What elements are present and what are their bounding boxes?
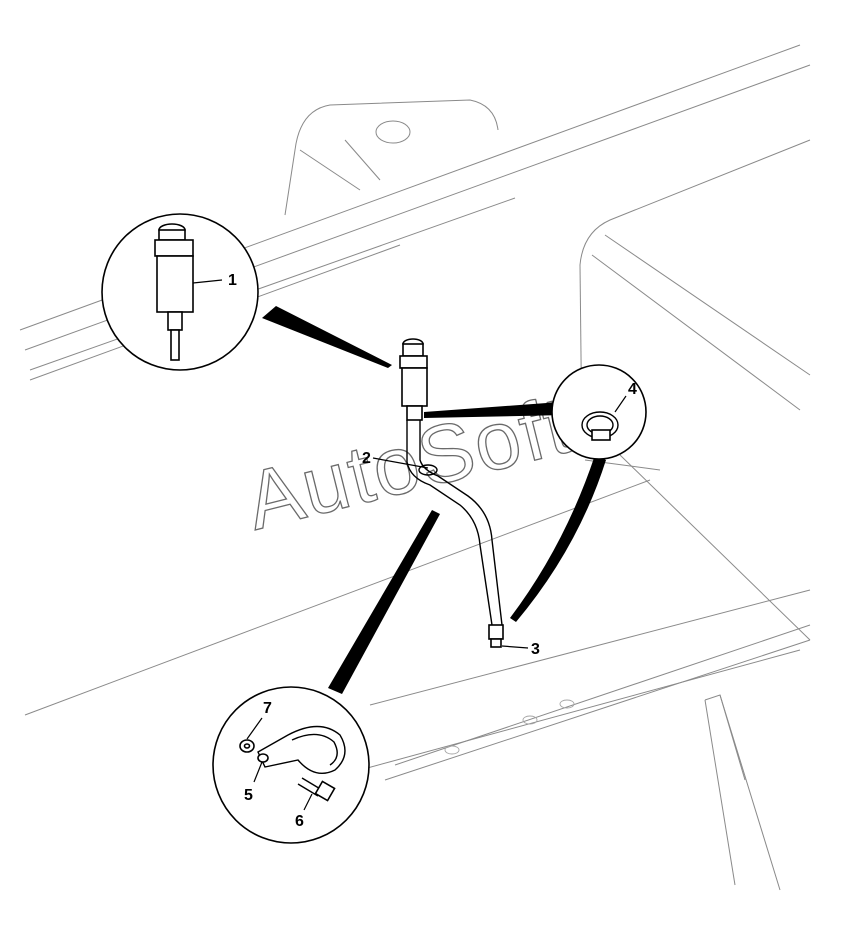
callout-label-5: 5 (244, 787, 253, 804)
callout-label-6: 6 (295, 813, 304, 830)
callout-label-1: 1 (228, 272, 237, 289)
callout-label-4: 4 (628, 381, 637, 398)
detail-circle-pipe-clamp: 7 5 6 (212, 510, 440, 844)
callout-label-7: 7 (263, 700, 272, 717)
main-callouts: 2 3 (362, 450, 540, 658)
callout-label-2: 2 (362, 450, 371, 467)
callout-wedge-1 (262, 306, 392, 368)
callout-wedge-clamp (328, 510, 440, 694)
chassis-frame (19, 44, 811, 891)
callout-wedge-4b (510, 455, 606, 622)
callout-wedge-4 (424, 402, 566, 418)
detail-circle-hose-clip: 4 (424, 364, 647, 622)
detail-circle-filter: 1 (101, 213, 392, 371)
callout-label-3: 3 (531, 641, 540, 658)
filter-pipe-assembly (399, 338, 504, 648)
